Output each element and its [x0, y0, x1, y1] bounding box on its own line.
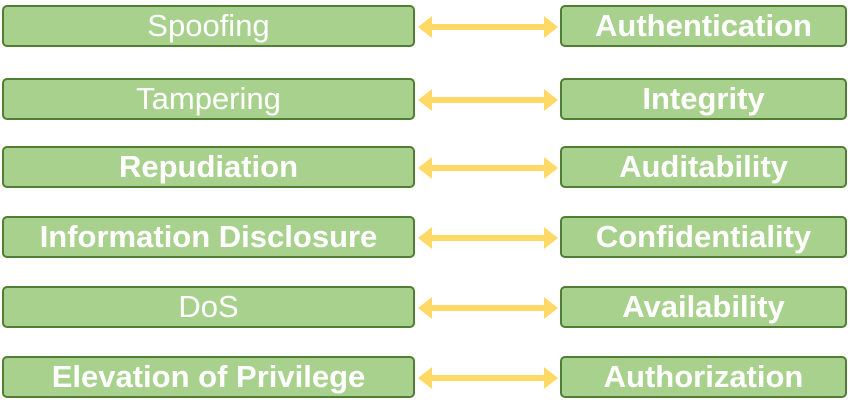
mapping-row-information-disclosure: Information Disclosure Confidentiality: [0, 216, 850, 262]
property-box-availability: Availability: [560, 286, 847, 328]
property-box-confidentiality: Confidentiality: [560, 216, 847, 258]
threat-box-dos: DoS: [2, 286, 415, 328]
property-box-authorization: Authorization: [560, 356, 847, 398]
mapping-row-repudiation: Repudiation Auditability: [0, 146, 850, 192]
mapping-row-elevation-of-privilege: Elevation of Privilege Authorization: [0, 356, 850, 402]
mapping-row-spoofing: Spoofing Authentication: [0, 5, 850, 51]
threat-box-spoofing: Spoofing: [2, 5, 415, 47]
property-box-integrity: Integrity: [560, 78, 847, 120]
double-headed-arrow-icon: [418, 367, 558, 389]
mapping-row-dos: DoS Availability: [0, 286, 850, 332]
mapping-row-tampering: Tampering Integrity: [0, 78, 850, 124]
threat-box-repudiation: Repudiation: [2, 146, 415, 188]
double-headed-arrow-icon: [418, 157, 558, 179]
double-headed-arrow-icon: [418, 89, 558, 111]
double-headed-arrow-icon: [418, 297, 558, 319]
threat-box-tampering: Tampering: [2, 78, 415, 120]
double-headed-arrow-icon: [418, 16, 558, 38]
property-box-auditability: Auditability: [560, 146, 847, 188]
property-box-authentication: Authentication: [560, 5, 847, 47]
threat-box-information-disclosure: Information Disclosure: [2, 216, 415, 258]
threat-box-elevation-of-privilege: Elevation of Privilege: [2, 356, 415, 398]
double-headed-arrow-icon: [418, 227, 558, 249]
